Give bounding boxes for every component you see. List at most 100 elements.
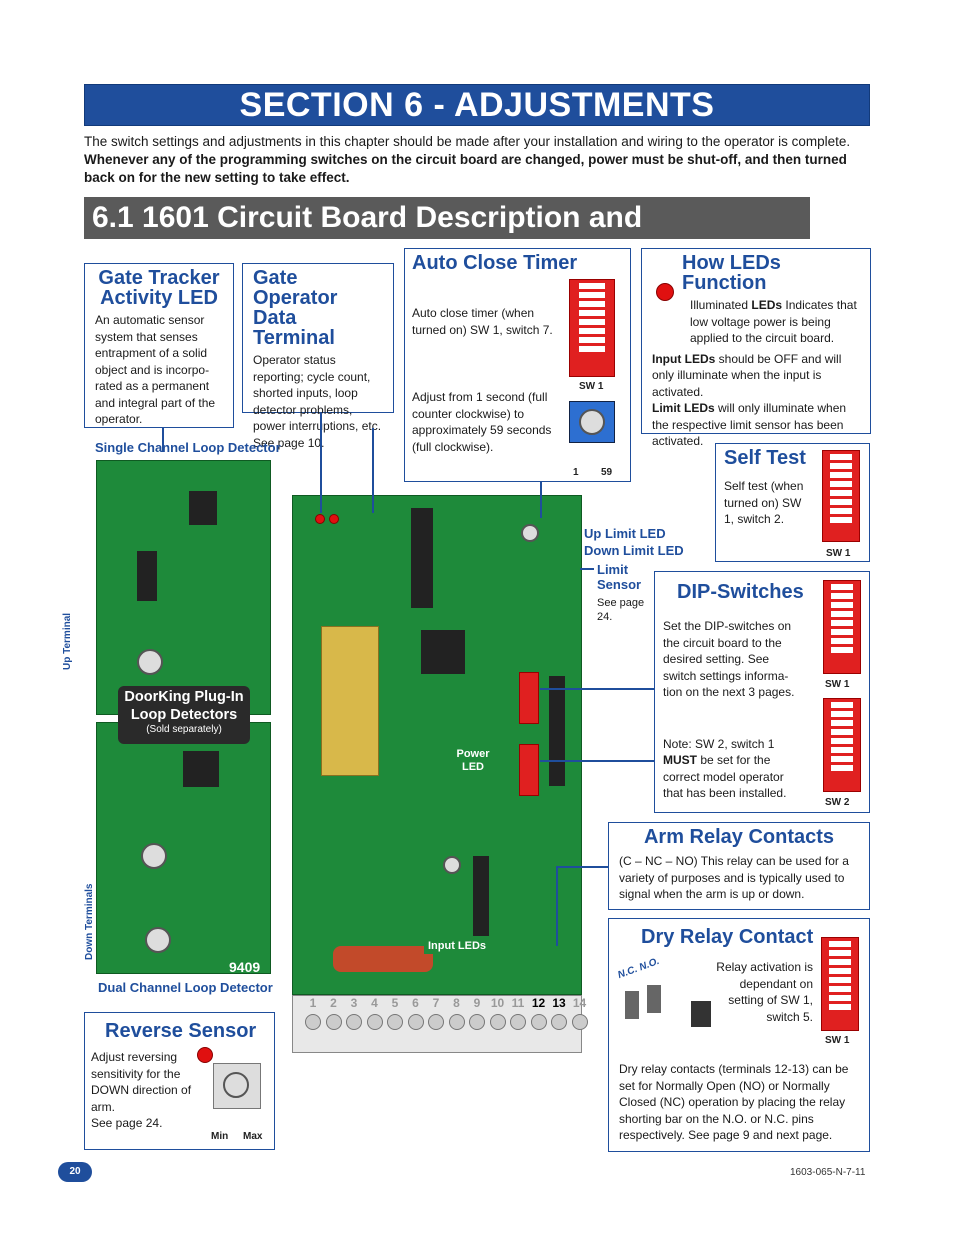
board-sw2[interactable] [519, 744, 539, 796]
down-terminals-label: Down Terminals [84, 883, 95, 961]
terminal-number: 3 [350, 996, 358, 1010]
plugin-label-panel: DoorKing Plug-In Loop Detectors (Sold se… [118, 686, 250, 744]
leds-text-3: Limit LEDs will only illuminate when the… [652, 401, 847, 448]
limit-see-page: See page 24. [597, 597, 645, 623]
data-terminal-title: Gate Operator Data Terminal [253, 267, 338, 349]
terminal-screw[interactable] [469, 1014, 485, 1030]
dip-sw1[interactable] [823, 580, 861, 674]
dip-title: DIP-Switches [677, 581, 804, 603]
reverse-pot-icon[interactable] [213, 1063, 261, 1109]
dip-sw2[interactable] [823, 698, 861, 792]
plugin-sub: (Sold separately) [146, 724, 222, 735]
terminal-screw[interactable] [489, 1014, 506, 1030]
timer-max: 59 [601, 467, 613, 478]
plugin-title: DoorKing Plug-In Loop Detectors [124, 689, 244, 723]
terminal-number: 2 [330, 996, 337, 1010]
power-led-label: Power LED [456, 748, 490, 773]
single-loop-label: Single Channel Loop Detector [95, 440, 281, 455]
single-loop-pot-icon[interactable] [137, 649, 163, 675]
dip-sw1-label: SW 1 [825, 679, 850, 690]
reverse-min: Min [211, 1131, 229, 1142]
terminal-number: 8 [453, 996, 460, 1010]
section-title: SECTION 6 - ADJUSTMENTS [84, 84, 870, 126]
dual-loop-pot-2-icon[interactable] [145, 927, 171, 953]
red-led-icon [656, 283, 674, 301]
page-number: 20 [58, 1162, 92, 1182]
terminal-number: 13 [552, 996, 566, 1010]
up-limit-label: Up Limit LED [584, 526, 666, 541]
terminal-screw[interactable] [571, 1014, 588, 1030]
terminal-screw[interactable] [551, 1014, 567, 1030]
terminal-number: 4 [371, 996, 378, 1010]
timer-pot-icon[interactable] [569, 401, 615, 443]
up-terminal-label: Up Terminal [62, 612, 73, 670]
dry-relay-text-2: Dry relay contacts (terminals 12-13) can… [619, 1062, 849, 1142]
dual-loop-label: Dual Channel Loop Detector [98, 980, 273, 995]
terminal-screw[interactable] [407, 1014, 424, 1030]
dip-box: DIP-Switches Set the DIP-switches on the… [654, 571, 870, 813]
reverse-see: See page 24. [91, 1116, 163, 1130]
leds-title: How LEDs Function [682, 252, 781, 294]
terminal-screw[interactable] [387, 1014, 403, 1030]
terminal-number: 9 [473, 996, 481, 1010]
main-circuit-board [292, 495, 582, 995]
dry-relay-title: Dry Relay Contact [641, 926, 814, 948]
terminal-number: 10 [490, 996, 505, 1010]
reverse-led-icon [197, 1047, 213, 1063]
leds-box: How LEDs Function Illuminated LEDs Indic… [641, 248, 871, 448]
terminal-number: 14 [572, 996, 587, 1010]
dual-loop-pot-1-icon[interactable] [141, 843, 167, 869]
dry-relay-dip[interactable] [821, 937, 859, 1031]
data-terminal-box: Gate Operator Data Terminal Operator sta… [242, 263, 394, 450]
terminal-screw[interactable] [305, 1014, 321, 1030]
terminal-screw[interactable] [428, 1014, 444, 1030]
terminal-number: 11 [511, 996, 525, 1010]
power-led-label-bg [452, 746, 492, 776]
reverse-text: Adjust reversing sensitivity for the DOW… [91, 1050, 192, 1114]
dual-loop-board: 9409 [96, 722, 271, 975]
arm-relay-title: Arm Relay Contacts [643, 826, 835, 848]
self-test-dip[interactable] [822, 450, 860, 542]
leds-text-1: Illuminated LEDs Indicates that low volt… [690, 298, 857, 345]
terminal-screw[interactable] [448, 1014, 465, 1030]
dry-relay-box: Dry Relay Contact Relay activation is de… [608, 918, 870, 1152]
terminal-screw[interactable] [366, 1014, 383, 1030]
terminal-number: 6 [412, 996, 419, 1010]
sw1-label: SW 1 [579, 381, 604, 392]
self-test-sw-label: SW 1 [826, 548, 851, 559]
gate-tracker-text: An automatic sensor system that senses e… [95, 313, 216, 426]
terminal-number: 5 [391, 996, 399, 1010]
terminal-number: 1 [309, 996, 317, 1010]
self-test-title: Self Test [724, 447, 806, 469]
reverse-box: Reverse Sensor Adjust reversing sensitiv… [84, 1012, 275, 1150]
sw1-dip-switch[interactable] [569, 279, 615, 377]
terminal-screw[interactable] [346, 1014, 362, 1030]
single-loop-board [96, 460, 271, 715]
nc-no-label: N.C. N.O. [616, 955, 661, 982]
reverse-title: Reverse Sensor [105, 1020, 257, 1042]
dip-sw2-label: SW 2 [825, 797, 850, 808]
data-terminal-text: Operator status reporting; cycle count, … [253, 353, 382, 450]
board-timer-pot-icon[interactable] [521, 524, 539, 542]
terminal-screw[interactable] [510, 1014, 526, 1030]
subsection-title: 6.1 1601 Circuit Board Description and A… [84, 197, 810, 276]
model-number: 9409 [229, 959, 261, 975]
timer-min: 1 [573, 467, 579, 478]
leds-text-2: Input LEDs should be OFF and will only i… [652, 351, 842, 399]
board-reverse-pot-icon[interactable] [443, 856, 461, 874]
terminal-number: 12 [531, 996, 546, 1010]
limit-sensor-label: Limit Sensor [597, 562, 642, 592]
arm-relay-box: Arm Relay Contacts (C – NC – NO) This re… [608, 822, 870, 910]
auto-close-title: Auto Close Timer [412, 252, 578, 274]
down-limit-label: Down Limit LED [584, 543, 684, 558]
gate-tracker-title: Gate Tracker Activity LED [98, 267, 220, 309]
dry-relay-sw-label: SW 1 [825, 1035, 850, 1046]
reverse-max: Max [243, 1131, 263, 1142]
terminal-screw[interactable] [325, 1014, 342, 1030]
terminal-screw[interactable] [530, 1014, 547, 1030]
terminal-number: 7 [432, 996, 440, 1010]
input-leds-label: Input LEDs [424, 938, 491, 954]
intro-paragraph: The switch settings and adjustments in t… [84, 134, 851, 185]
board-sw1[interactable] [519, 672, 539, 724]
relay-jumper-icon [625, 981, 711, 1029]
